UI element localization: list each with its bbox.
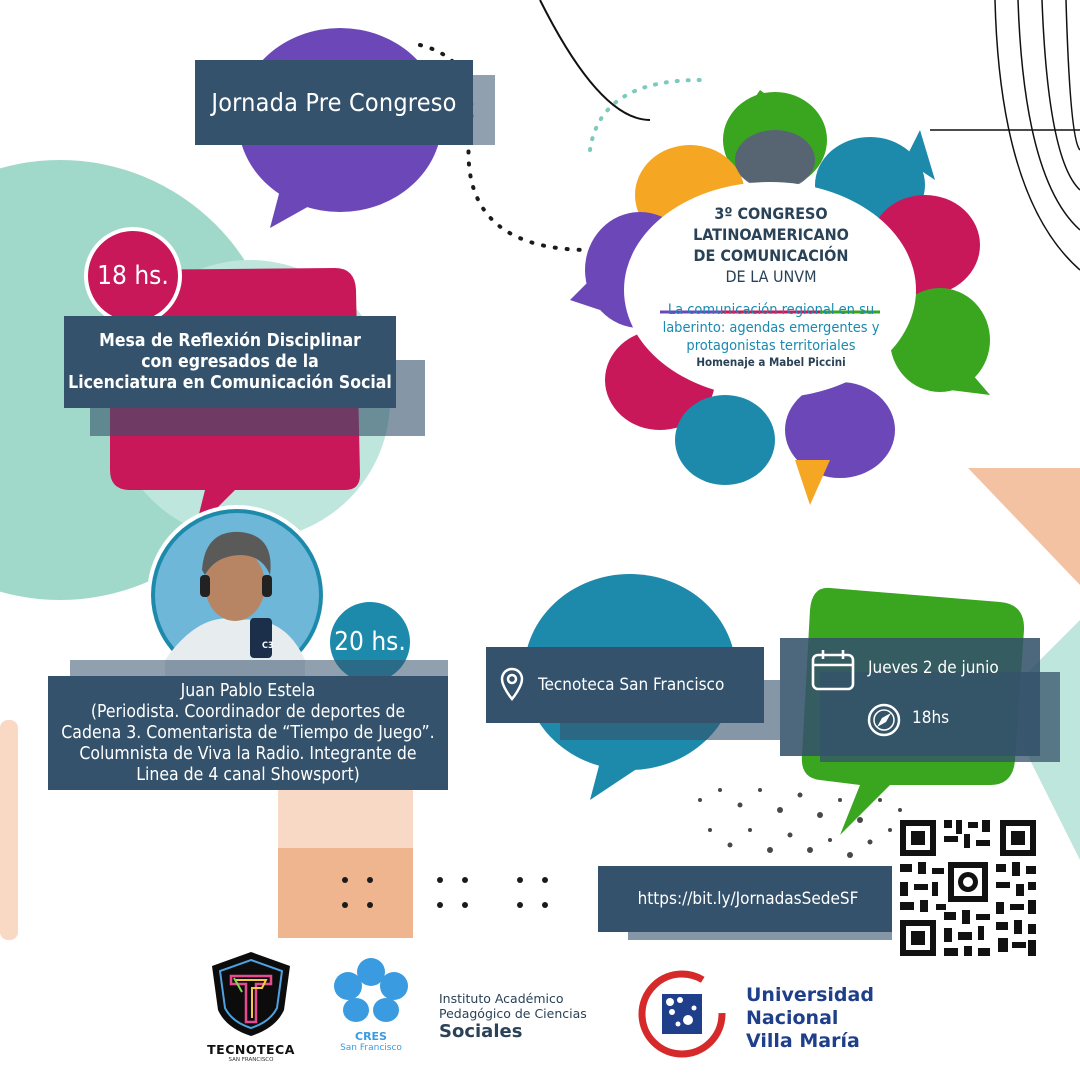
dot-row-bottom [342,877,548,908]
congress-title-3: DE COMUNICACIÓN [693,246,849,265]
link-box[interactable]: https://bit.ly/JornadasSedeSF [598,866,898,932]
tecnoteca-logo: TECNOTECA SAN FRANCISCO [206,948,296,1063]
speaker-box: Juan Pablo Estela (Periodista. Coordinad… [48,676,448,790]
jornada-title: Jornada Pre Congreso [211,88,457,117]
speaker-line-2: Cadena 3. Comentarista de “Tiempo de Jue… [61,722,435,743]
peach-block-bottom [278,848,413,938]
cres-sub: San Francisco [340,1043,402,1053]
unvm-line-2: Nacional [746,1007,839,1029]
date-box: Jueves 2 de junio 18hs [780,638,1040,756]
time-badge-18: 18 hs. [84,227,182,325]
institute-logo: Instituto Académico Pedagógico de Cienci… [439,991,609,1043]
dotted-curve-teal [588,78,702,152]
speaker-name: Juan Pablo Estela [180,680,316,701]
mesa-box: Mesa de Reflexión Disciplinar con egresa… [64,316,396,408]
speaker-line-1: (Periodista. Coordinador de deportes de [90,701,406,722]
congress-bubble-cluster [570,90,990,505]
location-text: Tecnoteca San Francisco [538,675,725,695]
unvm-emblem [636,968,728,1060]
congress-homage: Homenaje a Mabel Piccini [696,355,846,369]
time-text: 18hs [912,708,950,728]
link-url[interactable]: https://bit.ly/JornadasSedeSF [637,889,859,909]
congress-sub-1: La comunicación regional en su [667,302,875,318]
mesa-line-2: con egresados de la [141,351,319,372]
unvm-emblem-icon [638,970,726,1058]
mesa-line-3: Licenciatura en Comunicación Social [68,372,392,393]
speaker-line-4: Linea de 4 canal Showsport) [136,764,360,785]
congress-block: 3º CONGRESO LATINOAMERICANO DE COMUNICAC… [626,203,916,369]
qr-code[interactable] [892,812,1044,964]
tecnoteca-shield-icon [212,952,290,1036]
qr-code-graphic [900,820,1036,956]
congress-title-1: 3º CONGRESO [714,204,828,223]
time-18-label: 18 hs. [97,261,169,291]
map-pin-icon [486,667,538,703]
location-box: Tecnoteca San Francisco [486,647,764,723]
cres-logo: CRES San Francisco [326,956,416,1066]
unvm-line-3: Villa María [746,1030,860,1052]
cres-name: CRES [355,1030,387,1043]
jornada-box: Jornada Pre Congreso [195,60,473,145]
institute-line-3: Sociales [439,1021,523,1042]
congress-title-4: DE LA UNVM [725,267,817,286]
curve-line-top [539,0,651,121]
compass-icon [866,702,902,742]
time-20-label: 20 hs. [334,627,406,657]
halftone-dots [698,788,902,858]
congress-sub-2: laberinto: agendas emergentes y [662,320,880,336]
tecnoteca-name: TECNOTECA [207,1042,295,1057]
mesa-line-1: Mesa de Reflexión Disciplinar [99,330,361,351]
cres-flower-icon [334,958,408,1022]
peach-left-strip [0,720,18,940]
congress-title-2: LATINOAMERICANO [693,225,849,244]
tecnoteca-sub: SAN FRANCISCO [228,1057,274,1063]
calendar-icon [810,648,856,696]
unvm-text: Universidad Nacional Villa María [746,984,874,1053]
date-text: Jueves 2 de junio [868,658,999,678]
mic-label: C3 [262,641,274,651]
institute-line-2: Pedagógico de Ciencias [439,1006,587,1021]
arc-lines-top-right [994,0,1080,271]
unvm-line-1: Universidad [746,984,874,1006]
institute-line-1: Instituto Académico [439,991,564,1006]
congress-sub-3: protagonistas territoriales [686,338,856,354]
peach-triangle-right [968,468,1080,585]
speaker-line-3: Columnista de Viva la Radio. Integrante … [79,743,417,764]
